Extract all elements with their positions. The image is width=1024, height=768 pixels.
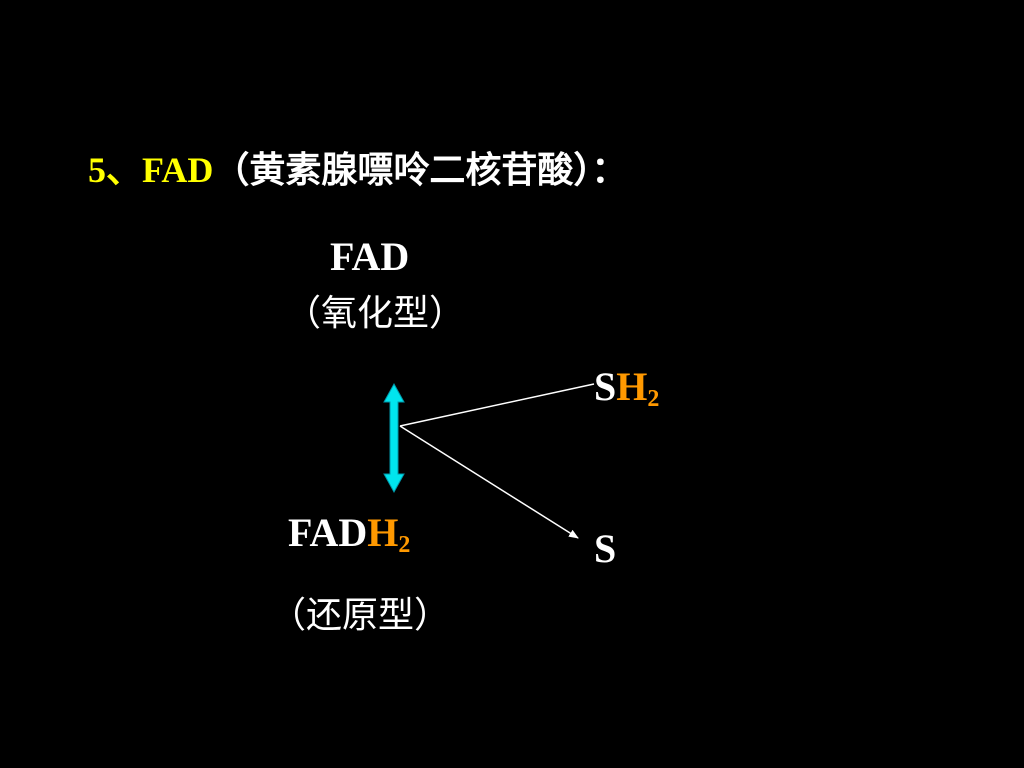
slide-title: 5、FAD（黄素腺嘌呤二核苷酸）： — [88, 140, 627, 200]
title-chinese-name: （黄素腺嘌呤二核苷酸）： — [213, 150, 628, 190]
substrate-base: S — [594, 364, 617, 409]
product-arrow — [399, 425, 579, 539]
reduced-form-hydrogen: H — [367, 510, 399, 555]
reduced-form-name: FADH2 — [288, 508, 410, 558]
title-abbreviation: FAD — [142, 150, 214, 190]
substrate-subscript: 2 — [647, 386, 660, 412]
oxidized-form-description: （氧化型） — [285, 293, 466, 333]
reduced-form-base: FAD — [288, 510, 368, 555]
oxidized-form-name: FAD — [330, 234, 410, 279]
substrate-hydrogen: H — [616, 364, 648, 409]
product-label: S — [594, 526, 617, 571]
reduced-form-description: （还原型） — [270, 595, 451, 635]
double-arrow-icon — [383, 382, 405, 494]
reduced-form-subscript: 2 — [398, 532, 411, 558]
substrate-line — [399, 383, 595, 427]
title-number: 5、 — [88, 150, 143, 190]
substrate-label: SH2 — [594, 362, 659, 412]
